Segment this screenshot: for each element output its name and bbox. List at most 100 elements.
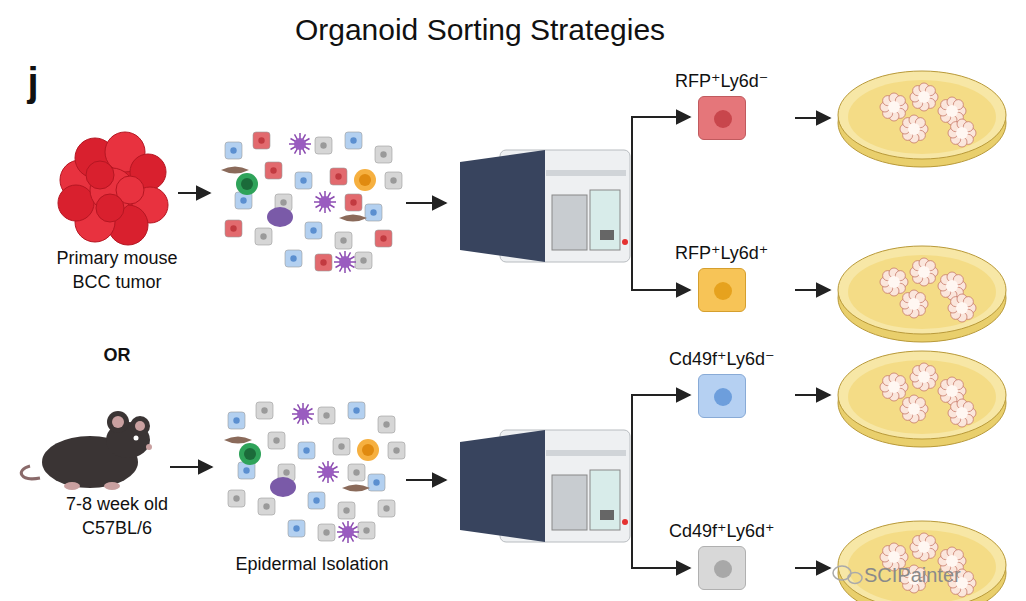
cell: [378, 416, 395, 433]
immune-cell: [297, 408, 309, 420]
cell-nucleus: [393, 447, 399, 453]
cell: [348, 402, 365, 419]
round-cell: [236, 173, 258, 195]
cell-nucleus: [380, 235, 386, 241]
cell-nucleus: [714, 388, 732, 406]
cell-nucleus: [293, 525, 299, 531]
cell: [375, 146, 392, 163]
cell-nucleus: [360, 257, 366, 263]
cell-nucleus: [244, 448, 256, 460]
watermark-icon: [833, 566, 862, 584]
watermark: SCIPainter: [864, 562, 1004, 589]
cell: [318, 524, 335, 541]
cell-nucleus: [273, 437, 279, 443]
cell-nucleus: [300, 177, 306, 183]
dish-medium: [848, 80, 996, 154]
population-label: RFP⁺Ly6d⁻: [675, 70, 768, 92]
cell-nucleus: [340, 237, 346, 243]
organoid-lumen: [888, 551, 900, 563]
immune-cell: [294, 138, 306, 150]
cell: [348, 464, 365, 481]
cell-nucleus: [320, 259, 326, 265]
cell: [385, 172, 402, 189]
figure-label: Epidermal Isolation: [222, 552, 402, 576]
cell: [268, 432, 285, 449]
cell: [345, 132, 362, 149]
population-label: Cd49f⁺Ly6d⁻: [669, 348, 774, 370]
round-cell: [239, 443, 261, 465]
organoid-lumen: [918, 266, 930, 278]
figure-label: OR: [92, 343, 142, 367]
cell-nucleus: [353, 407, 359, 413]
figure-label: Primary mouse BCC tumor: [42, 246, 192, 295]
sorted-population: Cd49f⁺Ly6d⁺: [669, 520, 774, 590]
cell-nucleus: [350, 137, 356, 143]
cell: [288, 520, 305, 537]
sorter-tube: [600, 510, 614, 520]
cell-nucleus: [233, 495, 239, 501]
cell-nucleus: [390, 177, 396, 183]
cell-nucleus: [350, 199, 356, 205]
cell-nucleus: [290, 255, 296, 261]
figure-label: 7-8 week old C57BL/6: [50, 492, 184, 541]
population-label: RFP⁺Ly6d⁺: [675, 242, 768, 264]
cell: [333, 438, 350, 455]
macrophage: [270, 477, 296, 497]
sorter-light: [622, 519, 628, 525]
cell: [305, 222, 322, 239]
cell: [378, 500, 395, 517]
organoid-lumen: [888, 381, 900, 393]
cell-nucleus: [373, 479, 379, 485]
fibroblast: [339, 215, 367, 222]
cell: [295, 172, 312, 189]
cell: [338, 502, 355, 519]
immune-cell: [339, 256, 351, 268]
figure-title: Organoid Sorting Strategies: [230, 10, 730, 51]
cell-nucleus: [258, 137, 264, 143]
cell-nucleus: [323, 529, 329, 535]
immune-cell: [319, 196, 331, 208]
dish-rim: [838, 246, 1006, 334]
cell: [365, 204, 382, 221]
cell-square: [698, 96, 746, 140]
cell-nucleus: [363, 527, 369, 533]
cell-nucleus: [714, 282, 732, 300]
cell: [256, 402, 273, 419]
population-label: Cd49f⁺Ly6d⁺: [669, 520, 774, 542]
cell: [258, 498, 275, 515]
cell-square: [698, 374, 746, 418]
cell: [265, 162, 282, 179]
sorter-shelf: [546, 450, 626, 456]
organoid-lumen: [918, 91, 930, 103]
cell-nucleus: [241, 178, 253, 190]
cell-nucleus: [280, 199, 286, 205]
cell-nucleus: [335, 173, 341, 179]
organoid-lumen: [888, 276, 900, 288]
cell-nucleus: [233, 417, 239, 423]
cell-nucleus: [323, 412, 329, 418]
cell-nucleus: [310, 227, 316, 233]
immune-cell: [322, 466, 334, 478]
dish-medium: [848, 360, 996, 434]
round-cell: [357, 439, 379, 461]
cell-square: [698, 268, 746, 312]
cell-nucleus: [303, 447, 309, 453]
sorter-tube: [600, 230, 614, 240]
immune-cell: [342, 526, 354, 538]
organoid-lumen: [918, 371, 930, 383]
sorter-chamber: [552, 195, 587, 250]
organoid-lumen: [946, 385, 958, 397]
cell: [253, 132, 270, 149]
organoid-lumen: [908, 403, 920, 415]
cell-nucleus: [230, 147, 236, 153]
cell-nucleus: [383, 421, 389, 427]
cell-nucleus: [714, 110, 732, 128]
cell: [355, 252, 372, 269]
cell-nucleus: [362, 444, 374, 456]
cell: [308, 492, 325, 509]
organoid-lumen: [908, 298, 920, 310]
cell-nucleus: [370, 209, 376, 215]
cell-nucleus: [230, 225, 236, 231]
cell-nucleus: [380, 151, 386, 157]
fibroblast: [221, 167, 249, 174]
